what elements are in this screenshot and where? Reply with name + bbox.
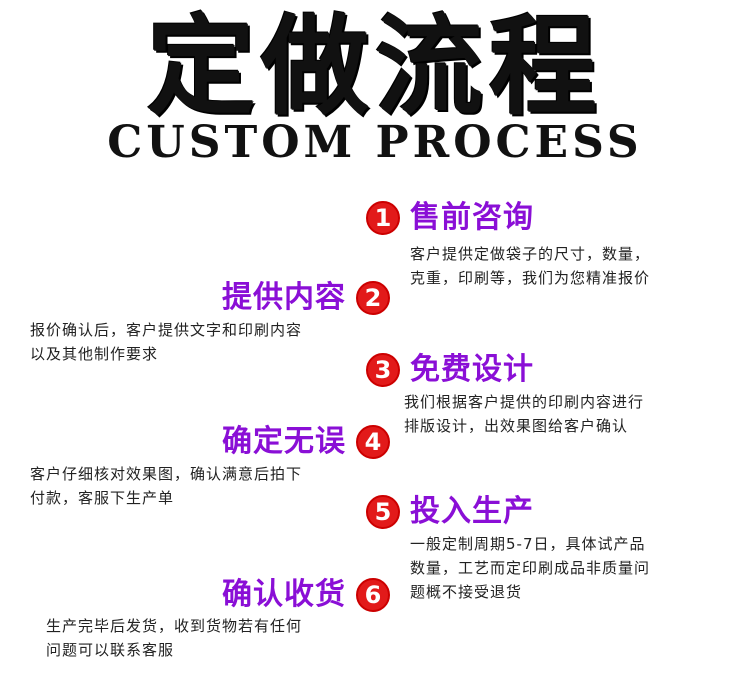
step-3-line-2: 排版设计，出效果图给客户确认	[404, 417, 629, 435]
step-2-line-1: 报价确认后，客户提供文字和印刷内容	[30, 321, 303, 339]
step-5-title: 投入生产	[410, 494, 534, 529]
step-1-header: 1 售前咨询	[366, 200, 534, 236]
step-1-description: 客户提供定做袋子的尺寸，数量， 克重，印刷等，我们为您精准报价	[410, 242, 650, 290]
step-2-title: 提供内容	[222, 280, 346, 315]
step-4-line-1: 客户仔细核对效果图，确认满意后拍下	[30, 465, 303, 483]
step-1-title: 售前咨询	[410, 200, 534, 235]
page-title: 定做流程	[146, 5, 603, 130]
step-3-number-badge: 3	[366, 353, 400, 387]
step-5-description: 一般定制周期5-7日，具体试产品 数量，工艺而定印刷成品非质量问 题概不接受退货	[410, 532, 650, 604]
step-4-title: 确定无误	[222, 424, 346, 459]
step-6-title: 确认收货	[222, 577, 346, 612]
page-subtitle: CUSTOM PROCESS	[107, 117, 643, 168]
step-5-line-1: 一般定制周期5-7日，具体试产品	[410, 535, 646, 553]
step-2-header: 提供内容 2	[222, 280, 390, 316]
step-3-line-1: 我们根据客户提供的印刷内容进行	[404, 393, 645, 411]
step-1-line-1: 客户提供定做袋子的尺寸，数量，	[410, 245, 651, 263]
step-6-description: 生产完毕后发货，收到货物若有任何 问题可以联系客服	[46, 614, 302, 662]
step-5-number-badge: 5	[366, 495, 400, 529]
step-4-header: 确定无误 4	[222, 424, 390, 460]
step-1-line-2: 克重，印刷等，我们为您精准报价	[410, 269, 651, 287]
step-5-header: 5 投入生产	[366, 494, 534, 530]
step-6-header: 确认收货 6	[222, 577, 390, 613]
step-3-description: 我们根据客户提供的印刷内容进行 排版设计，出效果图给客户确认	[404, 390, 644, 438]
step-2-line-2: 以及其他制作要求	[30, 345, 159, 363]
step-3-header: 3 免费设计	[366, 352, 534, 388]
step-3-title: 免费设计	[410, 352, 534, 387]
step-5-line-2: 数量，工艺而定印刷成品非质量问	[410, 559, 651, 577]
step-6-line-1: 生产完毕后发货，收到货物若有任何	[46, 617, 303, 635]
step-4-description: 客户仔细核对效果图，确认满意后拍下 付款，客服下生产单	[30, 462, 302, 510]
step-6-number-badge: 6	[356, 578, 390, 612]
step-4-line-2: 付款，客服下生产单	[30, 489, 175, 507]
step-2-description: 报价确认后，客户提供文字和印刷内容 以及其他制作要求	[30, 318, 302, 366]
step-5-line-3: 题概不接受退货	[410, 583, 523, 601]
step-1-number-badge: 1	[366, 201, 400, 235]
step-4-number-badge: 4	[356, 425, 390, 459]
step-6-line-2: 问题可以联系客服	[46, 641, 175, 659]
step-2-number-badge: 2	[356, 281, 390, 315]
